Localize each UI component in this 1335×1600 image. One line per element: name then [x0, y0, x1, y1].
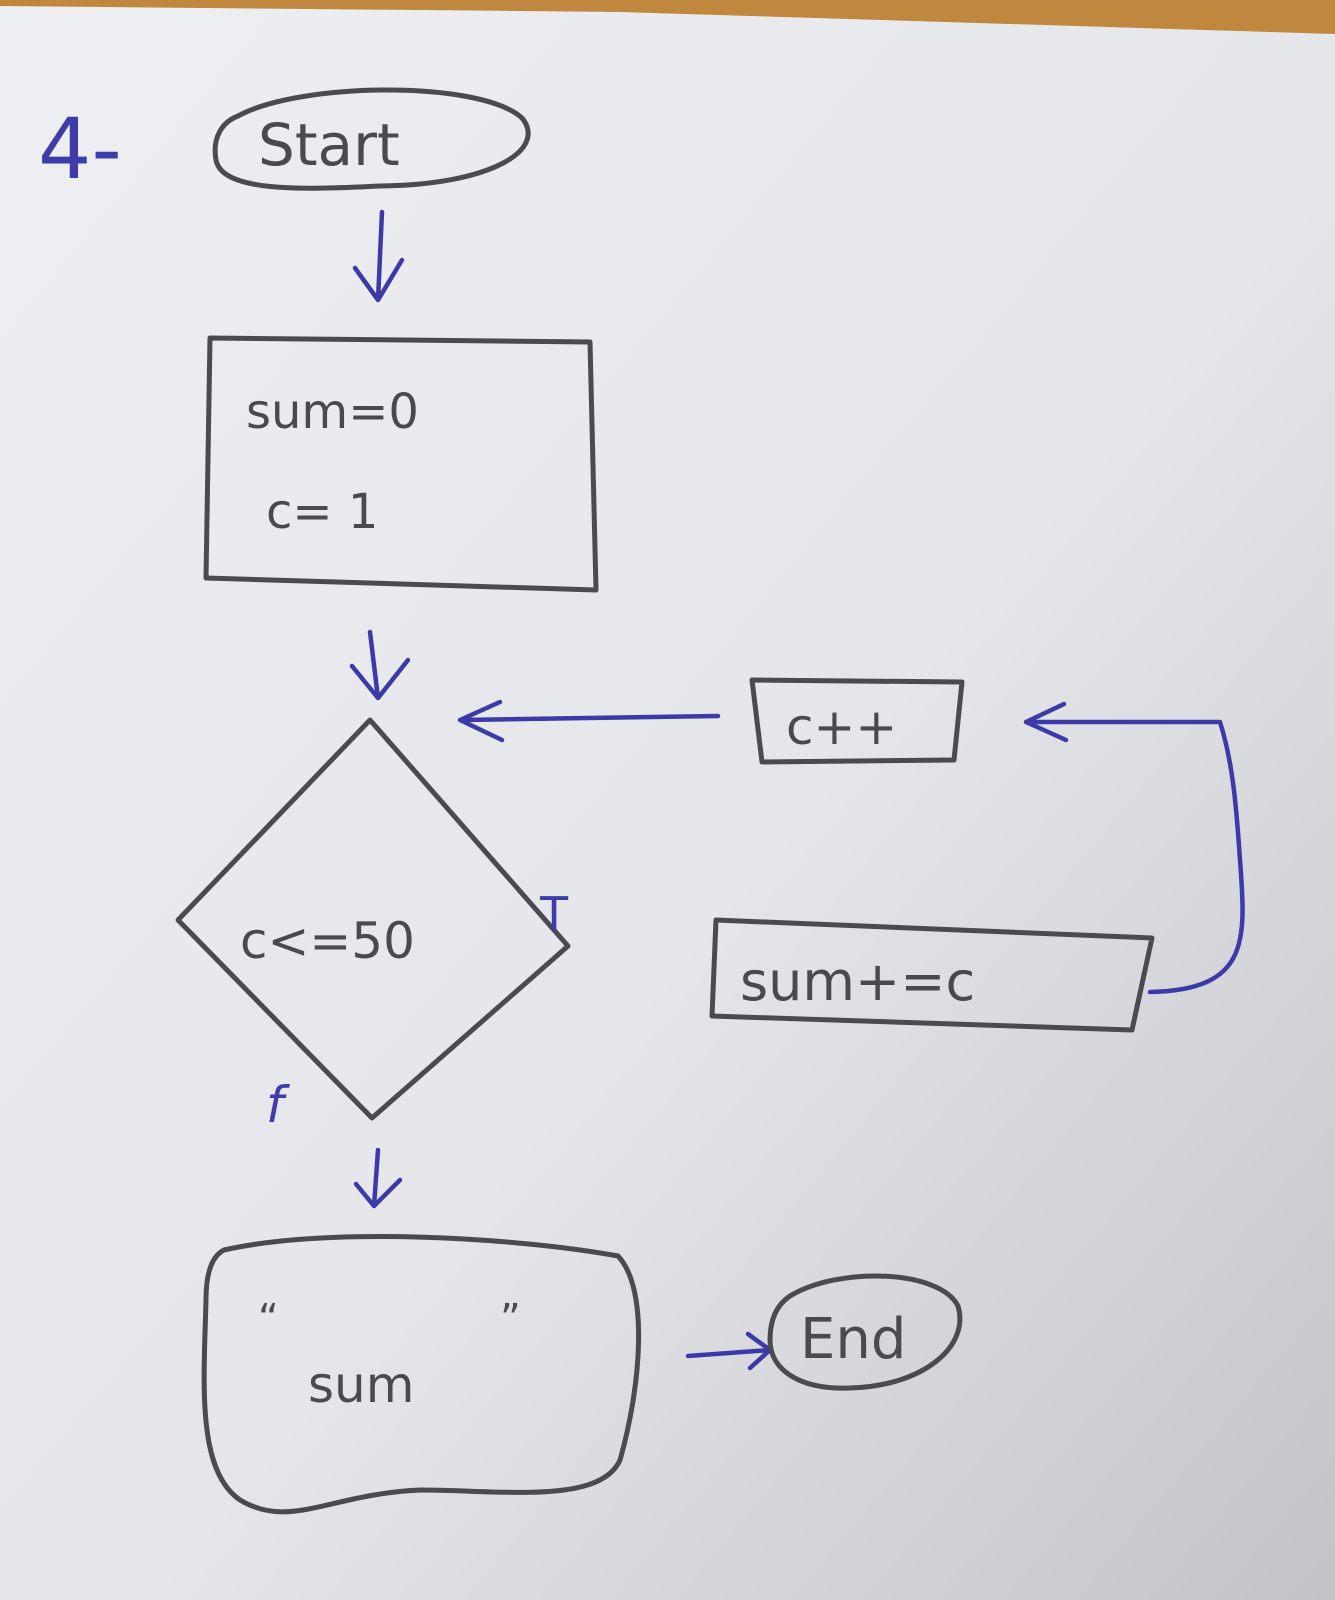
- arrow-accumulate-to-increment: [1023, 701, 1245, 995]
- decision-label: c<=50: [240, 912, 415, 970]
- start-label: Start: [258, 111, 400, 179]
- arrow-init-to-decision: [349, 629, 411, 701]
- problem-number: 4-: [38, 100, 122, 198]
- output-cloud-shape: [201, 1234, 642, 1515]
- true-branch-label: T: [539, 887, 569, 941]
- end-label: End: [800, 1307, 906, 1372]
- output-quote-close: ”: [500, 1296, 521, 1342]
- accumulate-process-box: [709, 917, 1155, 1033]
- increment-process-box: [749, 677, 965, 765]
- init-c-label: c= 1: [266, 484, 378, 540]
- table-edge: [0, 0, 1335, 34]
- output-label: sum: [308, 1356, 414, 1414]
- start-terminal-shape: [212, 87, 531, 191]
- arrow-decision-to-output: [353, 1147, 403, 1209]
- increment-label: c++: [786, 698, 897, 756]
- init-process-box: [203, 335, 599, 593]
- decision-diamond: [175, 717, 571, 1121]
- arrow-start-to-init: [352, 209, 405, 303]
- output-quote-open: “: [258, 1296, 279, 1342]
- init-sum-label: sum=0: [246, 384, 419, 440]
- end-terminal-shape: [767, 1273, 963, 1391]
- accumulate-label: sum+=c: [740, 950, 975, 1013]
- arrow-increment-to-decision: [457, 699, 721, 743]
